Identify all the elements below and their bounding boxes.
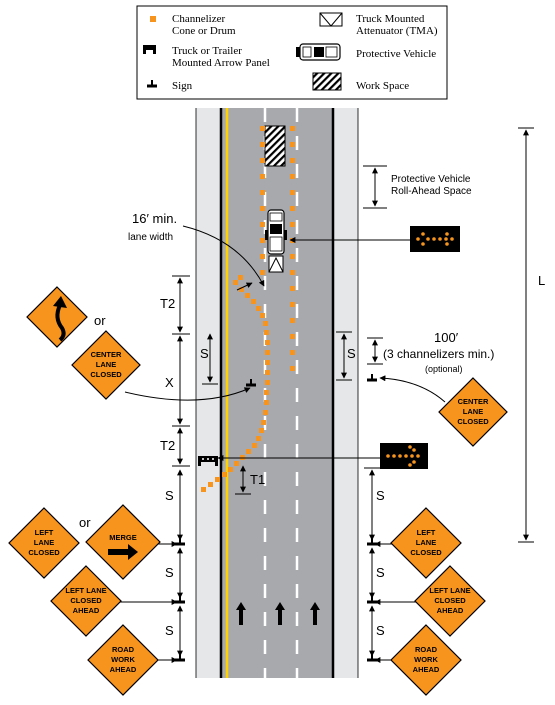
dim-T2-bottom: T2	[160, 438, 175, 453]
merge-sign: MERGE	[85, 504, 161, 580]
protective-vehicle-legend-icon	[296, 43, 341, 61]
dim-S-left-2: S	[165, 565, 174, 580]
up-arrow-icon	[310, 602, 320, 625]
optional-label: (optional)	[425, 364, 463, 374]
svg-text:AHEAD: AHEAD	[437, 606, 464, 615]
svg-text:CLOSED: CLOSED	[457, 417, 489, 426]
arrow-panel-legend-label-2: Mounted Arrow Panel	[172, 57, 270, 69]
cone-legend-label-2: Cone or Drum	[172, 25, 236, 37]
arrow-board-top	[410, 226, 460, 252]
work-space-legend-icon	[312, 72, 342, 91]
svg-text:CLOSED: CLOSED	[28, 548, 60, 557]
channelizers-min-label: (3 channelizers min.)	[383, 347, 494, 361]
tma-legend-label-2: Attenuator (TMA)	[356, 25, 438, 37]
svg-text:MERGE: MERGE	[109, 533, 137, 542]
up-arrow-icon	[236, 602, 246, 625]
hundred-feet-label: 100′	[434, 330, 459, 345]
or-label-top: or	[94, 313, 106, 328]
svg-text:LEFT: LEFT	[417, 528, 436, 537]
left-lane-closed-sign-right: LEFT LANE CLOSED	[390, 507, 462, 579]
svg-text:CLOSED: CLOSED	[90, 370, 122, 379]
protective-vehicle	[265, 209, 287, 255]
dim-X: X	[165, 375, 174, 390]
svg-text:LANE: LANE	[463, 407, 483, 416]
left-lane-closed-sign-left: LEFT LANE CLOSED	[8, 507, 80, 579]
dim-S-right-3: S	[376, 623, 385, 638]
dim-T2-top: T2	[160, 296, 175, 311]
svg-text:CLOSED: CLOSED	[410, 548, 442, 557]
arrow-panel-shoulder-icon	[198, 456, 218, 466]
dim-S-left-3: S	[165, 623, 174, 638]
or-label-bottom: or	[79, 515, 91, 530]
lane-width-label-2: lane width	[128, 232, 173, 243]
cone-legend-label-1: Channelizer	[172, 13, 225, 25]
dim-T1: T1	[250, 472, 265, 487]
svg-text:CENTER: CENTER	[91, 350, 122, 359]
svg-text:LANE: LANE	[416, 538, 436, 547]
legend: Channelizer Cone or Drum Truck or Traile…	[136, 5, 448, 100]
dim-L: L	[538, 273, 545, 288]
svg-text:AHEAD: AHEAD	[413, 665, 440, 674]
roll-ahead-label-1: Protective Vehicle	[391, 174, 471, 185]
left-lane-closed-ahead-sign-right: LEFT LANE CLOSED AHEAD	[414, 565, 486, 637]
road-work-ahead-sign-left: ROAD WORK AHEAD	[87, 624, 159, 696]
arrow-panel-legend-label-1: Truck or Trailer	[172, 45, 242, 57]
up-arrow-icon	[275, 602, 285, 625]
svg-text:WORK: WORK	[414, 655, 438, 664]
cone-legend-icon	[150, 16, 156, 22]
left-shoulder	[196, 108, 220, 678]
right-arrow-icon	[108, 544, 138, 560]
svg-text:CLOSED: CLOSED	[434, 596, 466, 605]
arrow-panel-legend-icon	[143, 45, 156, 54]
dim-S-taper-right: S	[347, 346, 356, 361]
tma-legend-icon	[319, 12, 343, 27]
dim-S-right-2: S	[376, 565, 385, 580]
tma-legend-label-1: Truck Mounted	[356, 13, 425, 25]
work-space-legend-label: Work Space	[356, 80, 409, 92]
roadway	[195, 108, 359, 678]
svg-text:CLOSED: CLOSED	[70, 596, 102, 605]
svg-text:AHEAD: AHEAD	[110, 665, 137, 674]
dim-S-left-1: S	[165, 488, 174, 503]
work-space-area	[264, 125, 286, 167]
svg-text:LANE: LANE	[34, 538, 54, 547]
roll-ahead-label-2: Roll-Ahead Space	[391, 186, 472, 197]
protective-vehicle-legend-label: Protective Vehicle	[356, 48, 436, 60]
svg-text:WORK: WORK	[111, 655, 135, 664]
travel-direction-arrows	[236, 602, 320, 625]
svg-text:LEFT: LEFT	[35, 528, 54, 537]
svg-text:LEFT LANE: LEFT LANE	[429, 586, 470, 595]
travel-lanes	[222, 108, 332, 678]
svg-text:LANE: LANE	[96, 360, 116, 369]
center-lane-closed-sign-right: CENTER LANE CLOSED	[438, 377, 508, 447]
svg-text:CENTER: CENTER	[458, 397, 489, 406]
svg-text:LEFT LANE: LEFT LANE	[65, 586, 106, 595]
tma-icon	[268, 255, 284, 273]
right-shoulder	[334, 108, 358, 678]
arrow-board-bottom	[380, 443, 428, 469]
reverse-curve-sign	[26, 286, 88, 348]
sign-post-optional	[365, 372, 379, 382]
dim-S-taper-left: S	[200, 346, 209, 361]
sign-legend-label: Sign	[172, 80, 193, 92]
dim-S-right-1: S	[376, 488, 385, 503]
left-lane-closed-ahead-sign-left: LEFT LANE CLOSED AHEAD	[50, 565, 122, 637]
lane-width-label-1: 16′ min.	[132, 211, 177, 226]
svg-text:ROAD: ROAD	[415, 645, 438, 654]
svg-text:AHEAD: AHEAD	[73, 606, 100, 615]
road-work-ahead-sign-right: ROAD WORK AHEAD	[390, 624, 462, 696]
svg-text:ROAD: ROAD	[112, 645, 135, 654]
center-lane-closed-sign-left: CENTER LANE CLOSED	[71, 330, 141, 400]
